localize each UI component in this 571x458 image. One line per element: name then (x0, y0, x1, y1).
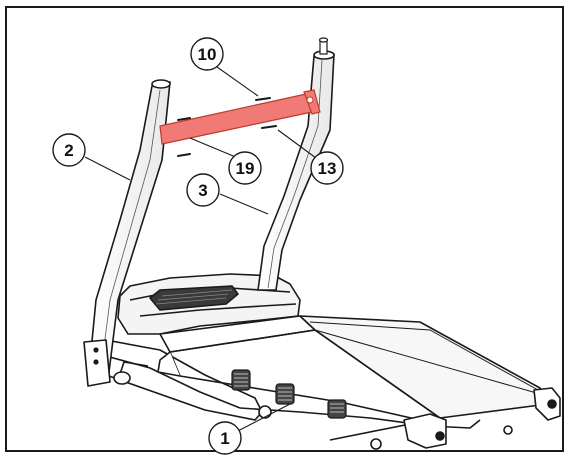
callout-label-10: 10 (198, 45, 217, 64)
bolts (177, 97, 277, 157)
callout-3: 3 (186, 173, 220, 207)
callout-1: 1 (208, 421, 242, 455)
callout-label-13: 13 (318, 159, 337, 178)
left-upright (83, 79, 171, 387)
callout-2: 2 (52, 133, 86, 167)
shock-absorbers (231, 369, 347, 419)
callout-13: 13 (310, 151, 344, 185)
callout-label-1: 1 (220, 429, 229, 448)
treadmill-base (95, 273, 561, 450)
callout-label-3: 3 (198, 181, 207, 200)
crossbar-highlight (159, 89, 321, 145)
callout-label-19: 19 (236, 159, 255, 178)
callout-19: 19 (228, 151, 262, 185)
top-knob (318, 37, 329, 55)
callout-label-2: 2 (64, 141, 73, 160)
leader-lines (84, 61, 317, 434)
callout-10: 10 (190, 37, 224, 71)
